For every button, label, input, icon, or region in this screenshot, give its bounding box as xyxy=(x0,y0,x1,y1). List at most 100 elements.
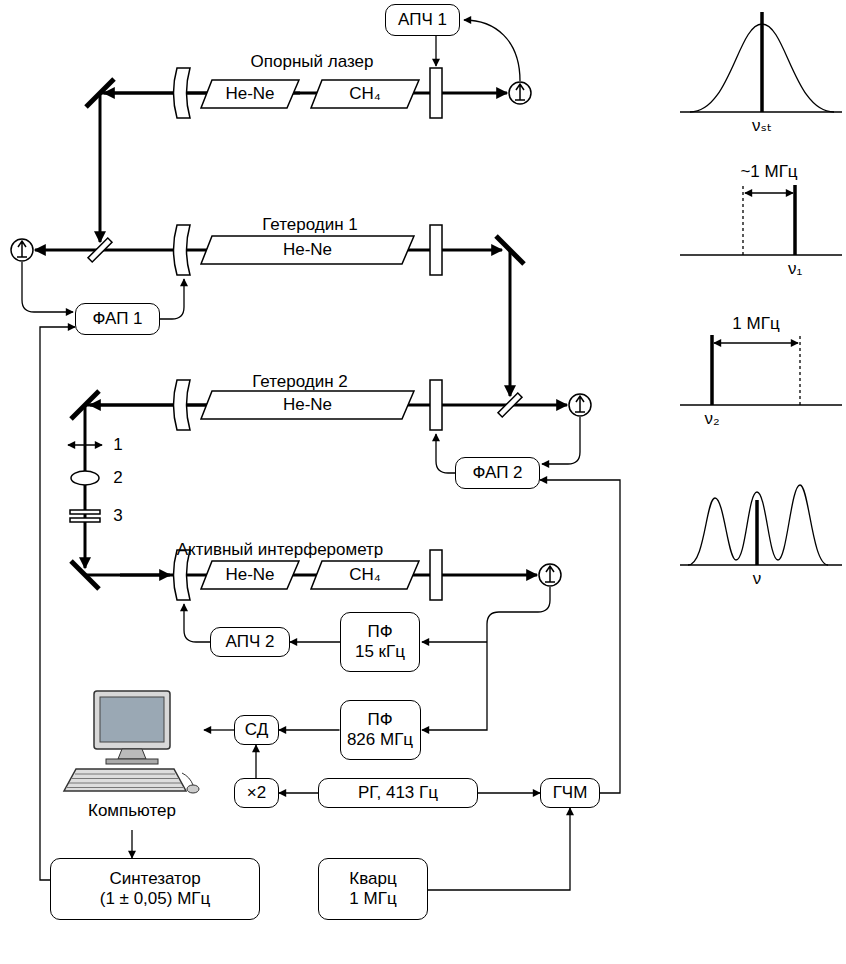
node-text: ФАП 1 xyxy=(92,309,142,329)
filter-box: ПФ826 МГц xyxy=(340,700,421,760)
curved-mirror xyxy=(174,225,191,275)
optics xyxy=(68,445,102,522)
optics xyxy=(71,471,99,485)
control-line xyxy=(422,587,550,730)
photodetector xyxy=(11,82,591,586)
cell-outline xyxy=(311,561,419,589)
control-box: ФАП 2 xyxy=(455,457,540,489)
output-mirror xyxy=(430,68,442,118)
spectrum xyxy=(680,564,842,565)
signal-connector xyxy=(204,729,234,730)
beam-splitter xyxy=(88,238,112,262)
node-text: Компьютер xyxy=(88,801,176,821)
node-text: He-Ne xyxy=(225,565,274,585)
photodetector xyxy=(11,239,33,261)
mirror xyxy=(86,79,114,107)
photodetector xyxy=(545,566,555,582)
beam-splitter xyxy=(498,393,522,417)
node-text: АПЧ 1 xyxy=(398,10,447,30)
laser-beam xyxy=(120,574,170,577)
photodetector xyxy=(569,394,591,416)
generator-box: РГ, 413 Гц xyxy=(318,778,478,808)
signal-connector xyxy=(540,480,620,793)
photodetector xyxy=(575,396,585,412)
node-text: РГ, 413 Гц xyxy=(358,783,438,803)
signal-connector xyxy=(131,830,132,858)
curved-mirror xyxy=(174,68,191,600)
node-text: CH₄ xyxy=(349,84,381,104)
mirror xyxy=(71,561,99,589)
optics xyxy=(68,444,102,446)
node-text: АПЧ 2 xyxy=(226,632,275,652)
gas-cell: He-Ne xyxy=(200,560,300,590)
text-group: ×2 xyxy=(247,783,266,803)
mirror xyxy=(71,391,99,419)
node-text: 15 кГц xyxy=(355,642,405,662)
curved-mirror xyxy=(174,380,191,430)
control-line xyxy=(435,36,436,66)
laser-beam xyxy=(85,574,537,577)
photodetector xyxy=(17,84,585,582)
callout-number: 1 xyxy=(113,435,122,455)
control-line xyxy=(22,20,580,730)
node-text: ПФ xyxy=(367,710,392,730)
text-group: He-Ne xyxy=(283,395,332,415)
control-line xyxy=(542,417,580,464)
spectrum xyxy=(680,254,842,255)
control-line xyxy=(422,641,487,642)
spectrum xyxy=(745,192,793,193)
gas-cell: CH₄ xyxy=(310,560,420,590)
node-text: ГЧМ xyxy=(553,783,588,803)
spectrum-label: νₛₜ xyxy=(752,116,772,136)
text-group: Компьютер xyxy=(62,689,202,821)
node-text: ×2 xyxy=(247,783,266,803)
callout-number: 3 xyxy=(113,506,122,526)
control-line xyxy=(160,279,184,319)
cell-outline xyxy=(201,561,299,589)
node-text: He-Ne xyxy=(283,240,332,260)
output-mirror xyxy=(430,550,442,600)
cell-outline xyxy=(201,236,414,264)
node-text: (1 ± 0,05) МГц xyxy=(100,889,210,909)
node-text: ФАП 2 xyxy=(472,463,522,483)
node-text: Кварц xyxy=(349,869,396,889)
photodetector xyxy=(515,84,525,100)
spectrum-label: 1 МГц xyxy=(732,314,779,334)
mirror xyxy=(71,79,524,589)
text-group: CH₄ xyxy=(349,84,381,104)
callout-number: 2 xyxy=(113,468,122,488)
spectrum xyxy=(760,12,764,112)
laser-beam xyxy=(35,93,567,575)
node-text: Синтезатор xyxy=(109,869,200,889)
photodetector xyxy=(539,564,561,586)
signal-connector xyxy=(40,327,75,880)
cell-outline xyxy=(201,80,299,108)
spectrum xyxy=(688,485,828,565)
output-mirror xyxy=(430,380,442,430)
output-mirror xyxy=(430,225,442,275)
text-group: РГ, 413 Гц xyxy=(358,783,438,803)
text-group: He-Ne xyxy=(225,565,274,585)
laser-beam xyxy=(509,250,512,396)
output-mirror xyxy=(430,68,442,600)
laser-beam xyxy=(99,93,102,242)
spectrum xyxy=(710,335,714,405)
gas-cell: He-Ne xyxy=(200,235,415,265)
text-group: СД xyxy=(245,720,268,740)
optics xyxy=(70,518,100,522)
laser-title: Гетеродин 1 xyxy=(262,215,358,235)
photodetector xyxy=(17,241,27,257)
cell-outline xyxy=(201,391,414,419)
gas-cell: He-Ne xyxy=(200,390,415,420)
text-group: ПФ15 кГц xyxy=(355,622,405,663)
spectrum xyxy=(755,500,759,565)
text-group: Синтезатор(1 ± 0,05) МГц xyxy=(100,869,210,910)
filter-box: ПФ15 кГц xyxy=(340,612,420,672)
spectrum xyxy=(793,185,797,255)
laser-title: Гетеродин 2 xyxy=(252,372,348,392)
spectrum-label: ν xyxy=(753,569,762,589)
spectrum xyxy=(714,342,798,343)
computer: Компьютер xyxy=(60,680,204,830)
synthesizer-box: Синтезатор(1 ± 0,05) МГц xyxy=(50,858,260,920)
spectrum xyxy=(680,404,842,405)
